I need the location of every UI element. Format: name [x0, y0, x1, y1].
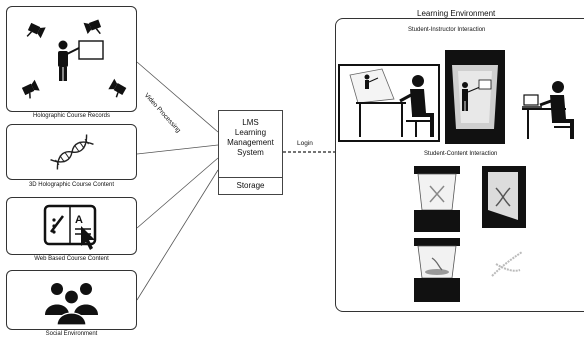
hologram-pedestal: [414, 238, 460, 302]
connector-holo-lms: [136, 144, 219, 155]
web-content-panel: A: [6, 197, 137, 255]
environment-title: Learning Environment: [417, 9, 496, 18]
hologram-screen: [349, 68, 395, 104]
lms-title: LMS Learning Management System: [219, 118, 282, 158]
social-panel: [6, 270, 137, 330]
lms-title-line: Learning: [234, 128, 267, 137]
lms-title-line: System: [237, 148, 264, 157]
connector-records-lms: [136, 61, 219, 133]
storage-section: Storage: [219, 177, 282, 194]
hologram-cabinet: [482, 166, 526, 228]
web-content-caption: Web Based Course Content: [34, 256, 109, 262]
instructor-with-cameras-icon: [21, 19, 127, 99]
learning-environment-frame: [335, 18, 584, 312]
svg-text:A: A: [75, 214, 83, 226]
lms-box: LMS Learning Management System Storage: [218, 110, 283, 195]
instructor-section-title: Student-Instructor Interaction: [408, 27, 486, 33]
dna-helix-icon: [50, 134, 94, 170]
holographic-records-panel: [6, 6, 137, 112]
social-caption: Social Environment: [45, 331, 98, 337]
web-document-cursor-icon: A: [43, 204, 97, 250]
connector-web-lms: [136, 157, 219, 229]
student-content-scene: [414, 166, 526, 302]
lms-title-line: Management: [227, 138, 274, 147]
holographic-records-caption: Holographic Course Records: [32, 113, 111, 119]
floating-hologram: [491, 251, 523, 277]
login-label: Login: [297, 140, 313, 147]
lms-title-line: LMS: [242, 118, 259, 127]
connector-social-lms: [136, 169, 219, 301]
holographic-content-caption: 3D Holographic Course Content: [28, 182, 115, 188]
student-instructor-scene: [338, 50, 574, 144]
people-group-icon: [45, 283, 98, 326]
content-section-title: Student-Content Interaction: [424, 151, 498, 157]
laptop: [523, 94, 539, 106]
holographic-content-panel: [6, 124, 137, 180]
hologram-display-case: [414, 166, 460, 232]
